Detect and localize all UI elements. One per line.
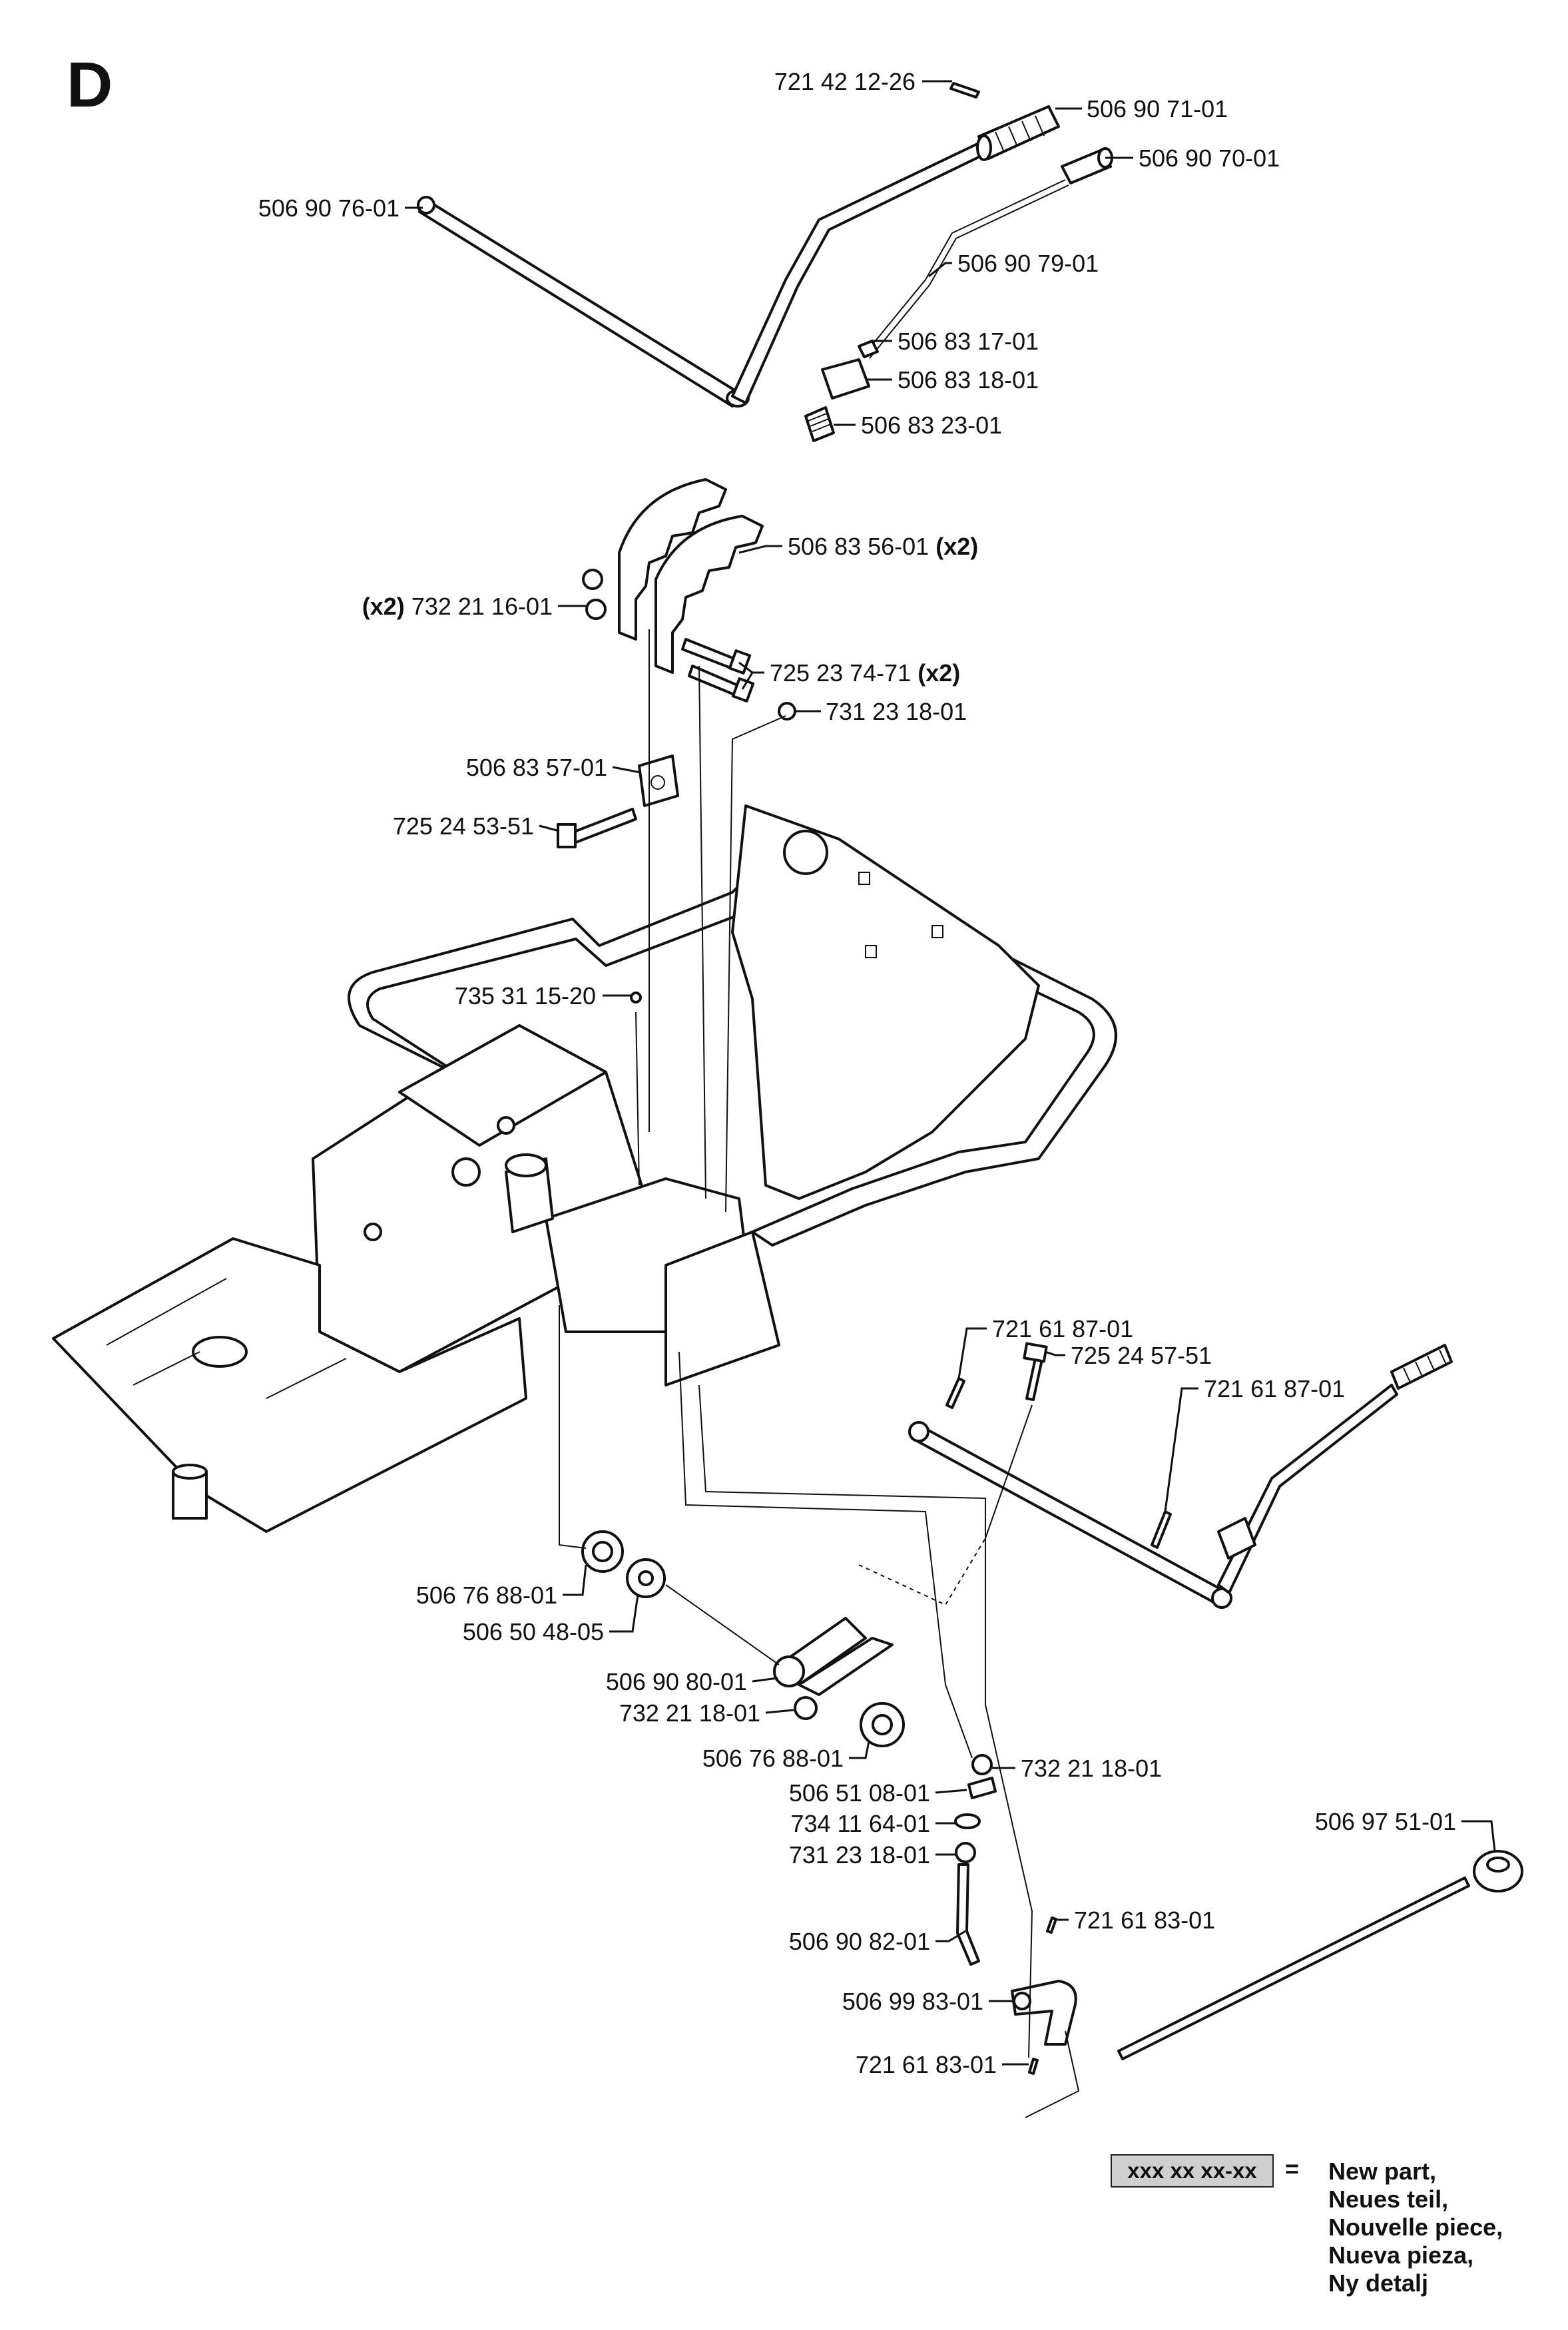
- callout-text: 506 83 56-01 (x2): [788, 533, 978, 560]
- callout-text: 506 83 23-01: [861, 412, 1002, 439]
- callout-text: 721 61 83-01: [1074, 1906, 1215, 1934]
- tractor-frame: [52, 804, 1117, 1533]
- callout-732-21-16-01: (x2) 732 21 16-01: [362, 593, 587, 620]
- callout-text: 506 90 79-01: [957, 250, 1099, 277]
- callout-725-23-74-71: 725 23 74-71 (x2): [738, 659, 960, 690]
- callout-text: 506 76 88-01: [702, 1745, 844, 1772]
- callout-721-61-83-01-a: 721 61 83-01: [1057, 1906, 1215, 1934]
- legend-line: New part,: [1328, 2158, 1437, 2185]
- callout-506-50-48-05: 506 50 48-05: [463, 1594, 639, 1645]
- legend-line: Nouvelle piece,: [1328, 2213, 1503, 2241]
- callout-text: 506 99 83-01: [842, 1988, 983, 2015]
- callout-725-24-57-51: 725 24 57-51: [1045, 1342, 1212, 1369]
- callout-506-90-71-01: 506 90 71-01: [1055, 95, 1228, 123]
- callout-506-76-88-01-a: 506 76 88-01: [416, 1564, 587, 1609]
- callout-text: 731 23 18-01: [826, 698, 967, 725]
- top-lever-assembly: [417, 82, 1113, 442]
- callout-text: 506 50 48-05: [463, 1618, 604, 1645]
- callout-725-24-53-51: 725 24 53-51: [393, 812, 560, 840]
- pedal-shaft-assembly: [908, 1342, 1453, 1609]
- callout-506-90-80-01: 506 90 80-01: [606, 1668, 778, 1695]
- callout-506-83-23-01: 506 83 23-01: [834, 412, 1002, 439]
- callout-text: 734 11 64-01: [790, 1810, 930, 1837]
- callout-506-90-76-01: 506 90 76-01: [258, 194, 423, 222]
- callout-732-21-18-01-a: 732 21 18-01: [619, 1699, 794, 1727]
- callout-text: 506 97 51-01: [1315, 1808, 1456, 1835]
- callout-text: 721 61 87-01: [992, 1315, 1133, 1342]
- callout-text: 506 51 08-01: [789, 1779, 930, 1807]
- callout-506-99-83-01: 506 99 83-01: [842, 1988, 1013, 2015]
- callout-735-31-15-20: 735 31 15-20: [455, 982, 642, 1010]
- callout-734-11-64-01: 734 11 64-01: [790, 1810, 955, 1837]
- callout-text: 732 21 18-01: [1021, 1755, 1162, 1782]
- callout-506-83-56-01: 506 83 56-01 (x2): [738, 533, 978, 560]
- callout-text: 506 90 82-01: [789, 1928, 930, 1955]
- callout-506-51-08-01: 506 51 08-01: [789, 1779, 967, 1807]
- callout-text: 735 31 15-20: [455, 982, 596, 1010]
- legend-equals: =: [1285, 2155, 1300, 2182]
- callout-text: (x2) 732 21 16-01: [362, 593, 553, 620]
- callout-506-76-88-01-b: 506 76 88-01: [702, 1741, 870, 1772]
- callout-text: 506 83 57-01: [466, 754, 607, 781]
- callout-506-90-79-01: 506 90 79-01: [928, 250, 1099, 278]
- callout-721-61-87-01-b: 721 61 87-01: [1164, 1375, 1345, 1512]
- callout-text: 506 83 18-01: [898, 366, 1039, 394]
- callout-text: 506 90 80-01: [606, 1668, 747, 1695]
- legend-line: Neues teil,: [1328, 2185, 1449, 2213]
- legend-line: Ny detalj: [1328, 2269, 1429, 2297]
- callout-721-42-12-26: 721 42 12-26: [774, 68, 952, 95]
- callout-506-90-70-01: 506 90 70-01: [1105, 145, 1280, 172]
- callout-text: 506 76 88-01: [416, 1582, 557, 1609]
- section-letter: D: [67, 49, 113, 121]
- callout-text: 725 24 57-51: [1071, 1342, 1212, 1369]
- assembly-lines: [559, 629, 1080, 2118]
- legend-text: New part, Neues teil, Nouvelle piece, Nu…: [1328, 2158, 1503, 2297]
- callout-506-83-18-01: 506 83 18-01: [867, 366, 1039, 394]
- callout-731-23-18-01-b: 731 23 18-01: [789, 1841, 956, 1869]
- callout-506-83-17-01: 506 83 17-01: [874, 328, 1039, 355]
- legend-sample-box: xxx xx xx-xx: [1111, 2154, 1274, 2187]
- callout-text: 721 42 12-26: [774, 68, 915, 95]
- callout-506-83-57-01: 506 83 57-01: [466, 754, 641, 781]
- callout-732-21-18-01-b: 732 21 18-01: [992, 1755, 1162, 1782]
- callout-text: 506 90 71-01: [1087, 95, 1228, 123]
- callout-text: 721 61 83-01: [856, 2051, 997, 2078]
- ratchet-assembly: [582, 478, 796, 721]
- lower-linkage: [581, 1530, 1523, 2075]
- callout-text: 731 23 18-01: [789, 1841, 930, 1869]
- callout-text: 721 61 87-01: [1204, 1375, 1345, 1402]
- callout-731-23-18-01: 731 23 18-01: [796, 698, 967, 725]
- callout-721-61-87-01-a: 721 61 87-01: [957, 1315, 1133, 1379]
- callout-721-61-83-01-b: 721 61 83-01: [856, 2051, 1029, 2078]
- callout-text: 506 83 17-01: [898, 328, 1039, 355]
- callout-text: 506 90 76-01: [258, 194, 399, 222]
- callout-text: 732 21 18-01: [619, 1699, 760, 1727]
- callout-506-97-51-01: 506 97 51-01: [1315, 1808, 1496, 1852]
- legend-line: Nueva pieza,: [1328, 2241, 1474, 2269]
- callout-text: 725 23 74-71 (x2): [770, 659, 960, 687]
- callout-text: 506 90 70-01: [1139, 145, 1280, 172]
- callout-text: 725 24 53-51: [393, 812, 534, 840]
- callout-506-90-82-01: 506 90 82-01: [789, 1928, 966, 1955]
